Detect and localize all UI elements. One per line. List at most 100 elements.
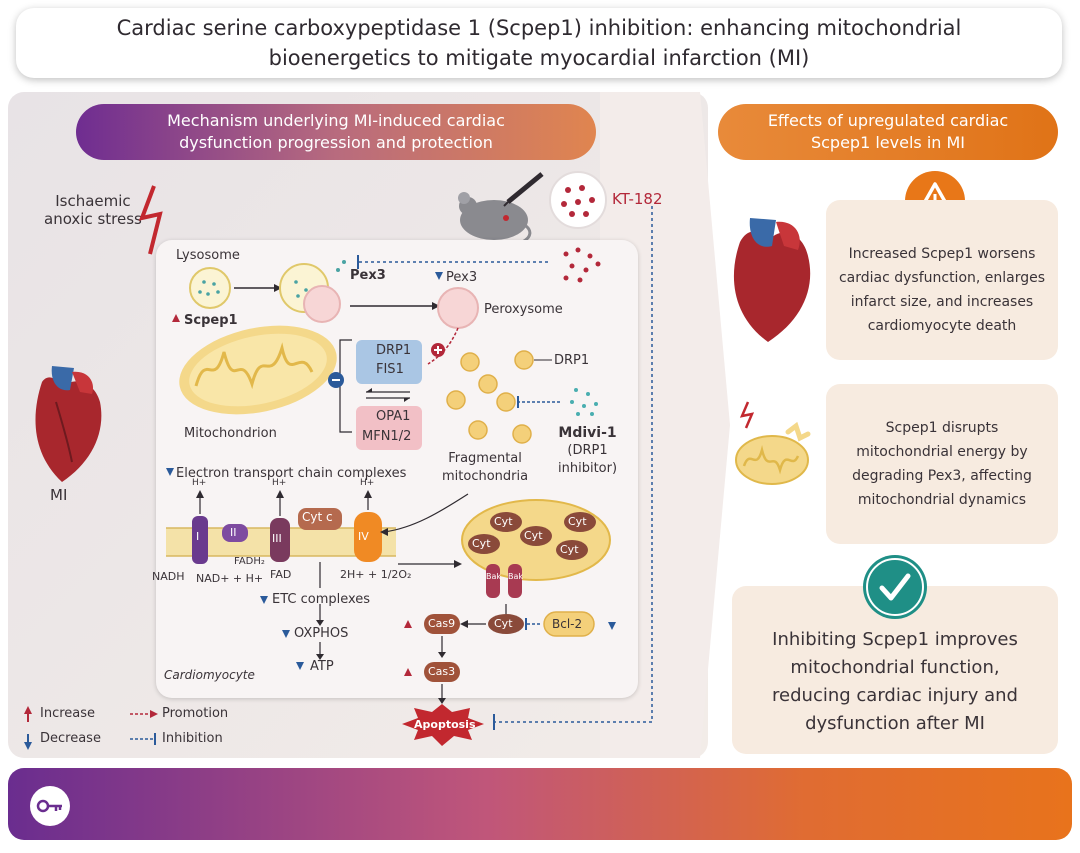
drp1-label: DRP1 (554, 353, 590, 368)
fragmented-mitochondria (446, 350, 534, 444)
effect-card-2: Scpep1 disrupts mitochondrial energy by … (826, 384, 1058, 544)
effect-2-line-2: mitochondrial energy by (856, 444, 1028, 460)
complex-iii-label: III (272, 532, 282, 545)
effect-1-line-3: infarct size, and increases (850, 294, 1034, 310)
cyt-label-2: Cyt (568, 515, 587, 528)
mdivi-line-3: inhibitor) (558, 461, 618, 476)
drp1-box-label: DRP1 (376, 343, 412, 358)
cyt-released (488, 614, 524, 634)
drp1-fis1-box (356, 340, 422, 384)
legend-increase: Increase (40, 706, 96, 721)
effect-3-line-3: reducing cardiac injury and (772, 685, 1018, 706)
bcl2-shape (543, 611, 595, 637)
mi-label: MI (50, 486, 68, 504)
cardiomyocyte-label: Cardiomyocyte (164, 668, 255, 682)
complex-iv-shape (354, 512, 382, 562)
peroxysome-shape (437, 287, 479, 329)
etc-complexes-label: ETC complexes (272, 592, 371, 607)
stress-line-1: Ischaemic (55, 192, 131, 210)
cytc-shape (298, 508, 342, 530)
title-line-1: Cardiac serine carboxypeptidase 1 (Scpep… (116, 16, 962, 40)
cyt-label-1: Cyt (494, 515, 513, 528)
mdivi-line-2: (DRP1 (567, 443, 608, 458)
opa1-label: OPA1 (376, 409, 411, 424)
effect-1-line-1: Increased Scpep1 worsens (848, 246, 1036, 262)
legend-inhibition: Inhibition (162, 731, 223, 746)
mechanism-banner-line-1: Mechanism underlying MI-induced cardiac (167, 111, 505, 130)
h-plus-2: H+ (272, 478, 287, 488)
mfn-label: MFN1/2 (362, 429, 412, 444)
lysosome-label: Lysosome (176, 248, 240, 263)
kt182-label: KT-182 (612, 190, 663, 208)
etc-header: Electron transport chain complexes (176, 466, 407, 481)
complex-i-shape (192, 516, 208, 564)
check-icon (863, 555, 927, 619)
complex-iv-label: IV (358, 530, 369, 543)
cyt-label-3: Cyt (472, 537, 491, 550)
legend-decrease: Decrease (40, 731, 101, 746)
effect-2-line-1: Scpep1 disrupts (885, 420, 999, 436)
fragmental-line-2: mitochondria (442, 469, 529, 484)
effect-3-line-1: Inhibiting Scpep1 improves (772, 629, 1018, 650)
stress-line-2: anoxic stress (44, 210, 142, 228)
effect-2-line-4: mitochondrial dynamics (857, 492, 1027, 508)
atp-label: ATP (310, 659, 334, 674)
complex-ii-shape (222, 524, 248, 542)
oxygen-label: 2H+ + 1/2O₂ (340, 568, 412, 581)
cyt-label-5: Cyt (560, 543, 579, 556)
mechanism-banner-line-2: dysfunction progression and protection (179, 133, 493, 152)
fragmental-label: Fragmental mitochondria (442, 450, 528, 486)
page-title: Cardiac serine carboxypeptidase 1 (Scpep… (16, 8, 1062, 78)
effect-3-line-4: dysfunction after MI (805, 713, 985, 734)
cyt-released-label: Cyt (494, 617, 513, 630)
h-plus-3: H+ (360, 478, 375, 488)
apoptosis-label: Apoptosis (414, 718, 476, 731)
mitochondrion-label: Mitochondrion (184, 426, 277, 441)
key-icon (36, 799, 62, 813)
cas3-label: Cas3 (428, 665, 456, 678)
key-button[interactable] (30, 786, 70, 826)
effect-1-line-4: cardiomyocyte death (867, 318, 1017, 334)
kt182-drug-icon (549, 171, 607, 229)
effects-banner: Effects of upregulated cardiac Scpep1 le… (718, 104, 1058, 160)
opa1-mfn-box (356, 406, 422, 450)
effect-card-1: Increased Scpep1 worsens cardiac dysfunc… (826, 200, 1058, 360)
effect-3-line-2: mitochondrial function, (790, 657, 1000, 678)
cytc-label: Cyt c (302, 510, 333, 524)
effect-2-line-3: degrading Pex3, affecting (852, 468, 1032, 484)
bak-label-1: Bak (486, 572, 502, 581)
effect-1-line-2: cardiac dysfunction, enlarges (838, 270, 1046, 286)
bcl2-label: Bcl-2 (552, 617, 583, 631)
nad-label: NAD+ + H+ (196, 572, 264, 585)
syringe-icon (503, 172, 544, 207)
cas9-shape (424, 614, 460, 634)
mdivi-line-1: Mdivi-1 (558, 425, 617, 441)
fadh2-label: FADH₂ (234, 556, 265, 567)
cas9-label: Cas9 (428, 617, 456, 630)
scpep1-label: Scpep1 (184, 313, 238, 328)
kt182-dots (563, 247, 601, 283)
bak-label-2: Bak (508, 572, 524, 581)
fragmental-line-1: Fragmental (448, 451, 522, 466)
legend-promotion: Promotion (162, 706, 229, 721)
pex3-label: Pex3 (350, 268, 386, 283)
heart-icon (35, 366, 102, 482)
oxphos-label: OXPHOS (294, 626, 349, 641)
mdivi-label: Mdivi-1 (DRP1 inhibitor) (558, 424, 617, 478)
fad-label: FAD (270, 568, 292, 581)
h-plus-1: H+ (192, 478, 207, 488)
heart-icon-right (733, 218, 811, 342)
cas3-shape (424, 662, 460, 682)
bottom-bar (8, 768, 1072, 840)
title-line-2: bioenergetics to mitigate myocardial inf… (268, 46, 810, 70)
complex-ii-label: II (230, 526, 237, 539)
complex-iii-shape (270, 518, 290, 562)
fis1-box-label: FIS1 (376, 362, 404, 377)
mitochondrion-icon (735, 401, 811, 485)
stress-label: Ischaemic anoxic stress (44, 192, 142, 228)
mitochondrion-shape (179, 325, 337, 415)
pex3-down-label: Pex3 (446, 270, 478, 285)
apoptosis-burst (402, 704, 484, 746)
mouse-icon (458, 192, 532, 247)
